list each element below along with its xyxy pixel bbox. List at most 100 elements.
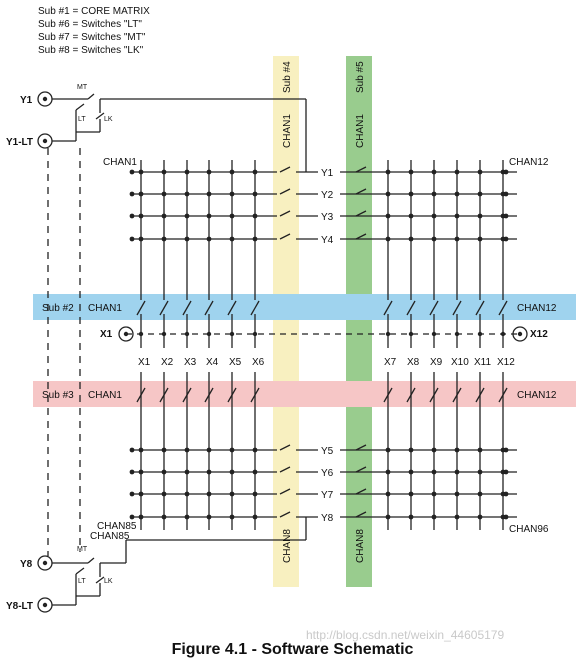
sub3-switch-12 (498, 387, 508, 403)
matrix-chan96-label: CHAN96 (509, 524, 549, 535)
col-label-x8: X8 (407, 357, 420, 368)
crosspoint-dot (454, 191, 460, 197)
row-label-y6: Y6 (321, 468, 334, 479)
lk-label-top: LK (104, 116, 113, 123)
crosspoint-dot (252, 169, 258, 175)
row-switch-sub5-8 (355, 511, 367, 518)
crosspoint-dot (385, 491, 391, 497)
crosspoint-dot (229, 447, 235, 453)
col-label-x6: X6 (252, 357, 265, 368)
crosspoint-dot (385, 191, 391, 197)
row-end-dot (129, 514, 135, 520)
sub3-switch-10 (452, 387, 462, 403)
row-switch-sub4-7 (279, 488, 291, 495)
crosspoint-dot (431, 191, 437, 197)
crosspoint-dot (206, 213, 212, 219)
lt-label-top: LT (78, 116, 86, 123)
row-end-dot (503, 469, 509, 475)
row-switch-sub5-6 (355, 466, 367, 473)
col-label-x5: X5 (229, 357, 242, 368)
row-end-dot (503, 191, 509, 197)
port-y8-label: Y8 (20, 559, 33, 570)
crosspoint-dot (454, 469, 460, 475)
legend-line-4: Sub #8 = Switches "LK" (38, 45, 144, 56)
crosspoint-dot (138, 469, 144, 475)
crosspoint-dot (206, 514, 212, 520)
watermark: http://blog.csdn.net/weixin_44605179 (306, 628, 505, 642)
row-end-dot (129, 491, 135, 497)
sub2-switch-11 (475, 300, 485, 316)
sub3-switch-4 (204, 387, 214, 403)
port-x12-core (517, 331, 523, 337)
switch-marks (37, 91, 528, 613)
crosspoint-dot (184, 236, 190, 242)
row-switch-sub5-3 (355, 210, 367, 217)
crosspoint-dot (206, 236, 212, 242)
crosspoint-dot (252, 514, 258, 520)
row-end-dot (129, 469, 135, 475)
sub3-switch-11 (475, 387, 485, 403)
x-bus-dot (229, 331, 235, 337)
matrix-chan85-label-b: CHAN85 (90, 531, 130, 542)
crosspoint-dot (252, 191, 258, 197)
wiring (47, 93, 520, 606)
port-y8-lt-ring (37, 597, 53, 613)
row-label-y2: Y2 (321, 190, 334, 201)
crosspoint-dot (229, 491, 235, 497)
figure-caption: Figure 4.1 - Software Schematic (171, 641, 414, 658)
row-switch-sub5-5 (355, 444, 367, 451)
sub3-switch-3 (182, 387, 192, 403)
col-label-x12: X12 (497, 357, 515, 368)
x-bus-dot (500, 331, 506, 337)
port-x12-label: X12 (530, 329, 548, 340)
crosspoint-dot (385, 447, 391, 453)
crosspoint-dot (184, 169, 190, 175)
crosspoint-dot (385, 469, 391, 475)
port-y8-ring (37, 555, 53, 571)
crosspoint-dot (454, 514, 460, 520)
crosspoint-dot (252, 213, 258, 219)
mt-switch-top (87, 93, 95, 100)
crosspoint-dot (206, 191, 212, 197)
sub2-band (33, 294, 576, 320)
crosspoint-dot (161, 191, 167, 197)
sub2-switch-5 (227, 300, 237, 316)
lk-switch-bottom (95, 576, 105, 584)
row-switch-sub5-7 (355, 488, 367, 495)
crosspoint-dot (385, 213, 391, 219)
crosspoint-dot (138, 514, 144, 520)
sub2-switch-4 (204, 300, 214, 316)
sub2-switch-9 (429, 300, 439, 316)
sub2-switch-12 (498, 300, 508, 316)
port-y8-lt-core (42, 602, 48, 608)
sub2-switch-6 (250, 300, 260, 316)
x-bus-dot (385, 331, 391, 337)
port-y1-ring (37, 91, 53, 107)
crosspoint-dot (252, 469, 258, 475)
crosspoint-dot (252, 447, 258, 453)
x-bus-dot (431, 331, 437, 337)
row-label-y8: Y8 (321, 513, 334, 524)
crosspoint-dot (229, 469, 235, 475)
row-switch-sub5-1 (355, 166, 367, 173)
crosspoint-dot (229, 213, 235, 219)
crosspoint-dot (206, 447, 212, 453)
row-switch-sub4-8 (279, 511, 291, 518)
port-y8-lt-label: Y8-LT (6, 601, 33, 612)
crosspoint-dot (408, 169, 414, 175)
mt-label-bottom: MT (77, 546, 88, 553)
col-label-x2: X2 (161, 357, 174, 368)
crosspoint-dot (431, 491, 437, 497)
sub3-switch-8 (406, 387, 416, 403)
crosspoint-dot (184, 469, 190, 475)
row-end-dot (503, 514, 509, 520)
port-x1-ring (118, 326, 134, 342)
row-switch-sub4-4 (279, 233, 291, 240)
sub3-switch-5 (227, 387, 237, 403)
x-bus-dot (408, 331, 414, 337)
sub2-switch-2 (159, 300, 169, 316)
x-bus-dot (454, 331, 460, 337)
crosspoint-dot (229, 169, 235, 175)
sub4-band (273, 56, 299, 587)
